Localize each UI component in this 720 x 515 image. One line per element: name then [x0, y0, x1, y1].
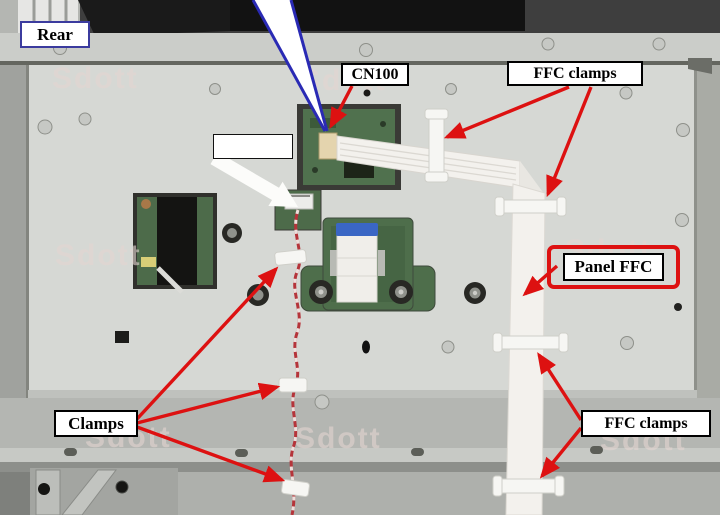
washers	[222, 223, 486, 306]
cn100-connector	[318, 132, 338, 160]
square-hole	[115, 331, 129, 343]
washer	[464, 282, 486, 304]
cn100-label: CN100	[341, 63, 409, 86]
blank-label	[213, 134, 293, 159]
screw	[445, 83, 457, 95]
red-arrows	[135, 85, 593, 483]
arrow-clamp-3	[136, 425, 286, 483]
arrow-cn100	[329, 85, 354, 130]
screw	[675, 213, 689, 227]
clamp-set	[274, 108, 569, 497]
screw	[441, 340, 455, 354]
pcb-strip	[197, 197, 213, 285]
right-edge-line	[694, 58, 697, 410]
blue-pointer	[251, 0, 329, 132]
wire-clamp-top	[274, 249, 307, 266]
left-opening	[133, 193, 217, 294]
ffc-stiffener-blue	[336, 223, 378, 236]
right-side-wall	[697, 58, 720, 410]
metal-clip	[330, 250, 337, 276]
led-component	[141, 257, 156, 267]
screw	[78, 112, 92, 126]
screw	[676, 123, 690, 137]
top-right-tab	[688, 58, 712, 74]
screw	[620, 336, 634, 350]
copper-pad	[141, 199, 151, 209]
arrow-ffc-clamp-bottom-down	[539, 426, 583, 479]
arrow-ffc-clamp-top-left	[443, 85, 570, 139]
white-arrow	[210, 151, 298, 207]
rear-label: Rear	[20, 21, 90, 48]
pcb-dot	[380, 121, 386, 127]
arrow-ffc-clamp-top-right	[546, 86, 593, 198]
arrow-panel-ffc	[522, 264, 559, 297]
ffc-conductor-lines	[339, 142, 517, 181]
fasteners	[37, 37, 690, 410]
screw	[541, 37, 555, 51]
ffc-clamp-lower	[492, 475, 565, 497]
screw	[359, 43, 373, 57]
ffc-clamp-upper	[494, 196, 567, 217]
screw	[619, 86, 633, 100]
watermark-text: Sdott	[52, 62, 139, 95]
ffc-fold	[520, 161, 545, 195]
bottom-shadow	[0, 462, 720, 472]
panel-bottom-edge	[28, 390, 697, 398]
small-hole	[674, 303, 682, 311]
panel-ffc-highlight-box: Panel FFC	[547, 245, 680, 289]
ffc-clamp-top-horizontal-run	[424, 108, 449, 183]
watermark-text: Sdott	[55, 239, 142, 272]
white-cable	[156, 266, 184, 294]
screw	[314, 394, 330, 410]
small-hole	[363, 89, 371, 97]
metal-clip	[378, 250, 385, 276]
wire-clamp-middle	[278, 377, 308, 393]
pointer-blue-line	[289, 0, 329, 132]
ffc-clamp-middle	[492, 332, 569, 353]
panel-ffc-label: Panel FFC	[562, 252, 665, 282]
bottom-left-dark	[0, 472, 30, 515]
arrow-clamp-2	[136, 382, 281, 425]
arrow-clamp-1	[135, 266, 279, 421]
rail-slot	[590, 446, 603, 454]
oval-hole	[362, 340, 370, 354]
bolt	[38, 483, 50, 495]
wire-twist-highlight	[289, 209, 302, 515]
arrow-ffc-clamp-bottom-up	[537, 352, 583, 421]
washer	[222, 223, 242, 243]
bracket-rib-diagonal	[61, 469, 118, 515]
screw	[37, 119, 53, 135]
clamps-label: Clamps	[54, 410, 138, 437]
screw	[652, 37, 666, 51]
wire-harness	[289, 209, 302, 515]
washer	[389, 280, 413, 304]
folded-ffc	[336, 227, 378, 303]
washer	[309, 280, 333, 304]
bolt	[115, 480, 129, 494]
left-edge-line	[26, 62, 29, 412]
ffc-clamps-top-label: FFC clamps	[507, 61, 643, 86]
top-dark-wedge	[78, 0, 230, 36]
pcb-dot	[312, 167, 318, 173]
left-side-wall	[0, 62, 28, 412]
pointer-blue-line	[251, 0, 327, 132]
watermark-text: Sdott	[295, 422, 382, 455]
rail-slot	[411, 448, 424, 456]
screw	[209, 83, 221, 95]
wire-clamp-bottom	[281, 479, 310, 497]
ffc-clamps-bottom-label: FFC clamps	[581, 410, 711, 437]
rail-slot	[64, 448, 77, 456]
rail-slot	[235, 449, 248, 457]
